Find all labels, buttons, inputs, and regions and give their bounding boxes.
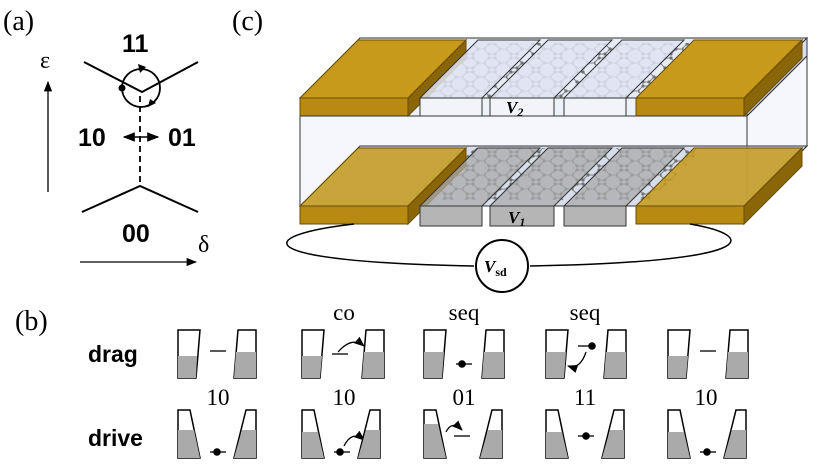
state-10-label: 10 [78, 124, 106, 152]
state-01-label: 01 [168, 124, 196, 152]
epsilon-axis-label: ε [40, 48, 50, 74]
panel-b: (b) drag drive co seq seq 10 10 01 11 10 [15, 300, 749, 459]
drive-panel-5 [667, 409, 747, 459]
panel-b-label: (b) [15, 306, 48, 337]
loop-arrow-bottom [148, 99, 156, 107]
v2-label: V2 [506, 98, 523, 119]
loop-dot [118, 84, 126, 92]
vsd-label: Vsd [484, 257, 507, 279]
bottom-right-gold-side [743, 146, 803, 226]
v1-label: V1 [508, 208, 525, 229]
top-right-gold-side [743, 38, 803, 118]
vsd-circuit-wire [286, 223, 732, 267]
drive-caption-1: 10 [207, 385, 230, 410]
drive-panel-1 [177, 409, 257, 459]
drag-panel-4 [545, 329, 627, 379]
circulation-loop [121, 68, 161, 108]
row-label-drive: drive [88, 425, 143, 451]
drive-panel-4 [545, 409, 625, 459]
row-label-drag: drag [88, 341, 138, 367]
drag-caption-4: seq [570, 300, 601, 325]
top-right-gold-front [635, 97, 745, 117]
drag-panel-5 [667, 329, 749, 379]
drive-caption-4: 11 [574, 385, 596, 410]
drive-panel-3 [423, 409, 503, 459]
panel-a-label: (a) [3, 6, 34, 37]
upper-level-lines [83, 61, 199, 94]
vsd-source-symbol [475, 239, 529, 293]
drive-caption-3: 01 [453, 385, 476, 410]
drive-caption-5: 10 [695, 385, 718, 410]
bottom-right-gold-front [635, 205, 745, 225]
drag-caption-3: seq [449, 300, 480, 325]
loop-arrow-top [138, 64, 146, 73]
panel-c-label: (c) [232, 6, 263, 37]
drag-panel-2 [301, 329, 385, 379]
state-00-label: 00 [122, 220, 150, 248]
delta-axis-label: δ [198, 232, 209, 258]
drag-panel-1 [177, 329, 257, 379]
lower-level-lines [81, 184, 199, 213]
panel-c: (c) V2 [232, 6, 809, 293]
state-11-label: 11 [122, 30, 149, 58]
bottom-left-gold-front [299, 205, 409, 225]
drive-panel-2 [301, 409, 381, 459]
panel-a: (a) ε δ 11 10 01 00 [3, 6, 209, 267]
top-left-gold-front [299, 97, 409, 117]
bottom-gates [418, 147, 686, 227]
drive-caption-2: 10 [333, 385, 356, 410]
drag-caption-2: co [333, 300, 355, 325]
drag-panel-3 [423, 329, 505, 379]
